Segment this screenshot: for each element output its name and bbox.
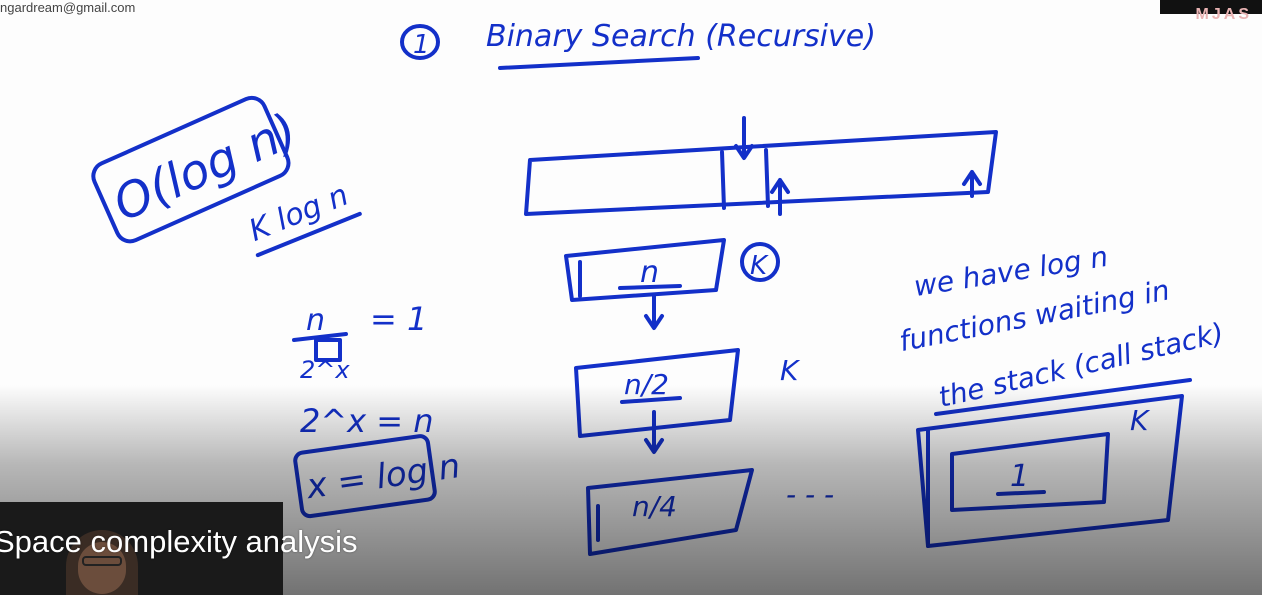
stack-frame-n2-label: n/2 bbox=[624, 368, 669, 401]
eq1-rhs: = 1 bbox=[370, 300, 427, 338]
dashes: - - - bbox=[786, 478, 834, 511]
mid-pointer-arrow bbox=[734, 116, 754, 160]
eq3: x = log n bbox=[303, 446, 462, 507]
account-email: ngardream@gmail.com bbox=[0, 0, 136, 15]
k-log-n-underline bbox=[255, 211, 362, 258]
top-right-overlay bbox=[1160, 0, 1262, 14]
title-underline bbox=[498, 56, 700, 70]
video-caption: Space complexity analysis bbox=[0, 524, 358, 559]
low-pointer-arrow bbox=[770, 178, 790, 216]
presenter-face bbox=[78, 542, 126, 594]
step-number: 1 bbox=[413, 30, 430, 60]
k-mid-label: K bbox=[780, 354, 801, 387]
eq2: 2^x = n bbox=[300, 402, 434, 440]
arrow-down-1 bbox=[644, 294, 664, 330]
inner-frame-underline bbox=[996, 490, 1046, 496]
brand-watermark: MJAS bbox=[1196, 6, 1252, 24]
stack-frame-n-label: n bbox=[640, 255, 659, 290]
board-title: Binary Search (Recursive) bbox=[486, 19, 876, 54]
presenter-webcam bbox=[0, 502, 283, 595]
step-circle bbox=[400, 24, 440, 60]
high-pointer-arrow bbox=[962, 170, 982, 198]
call-stack-k-label: K bbox=[1130, 404, 1151, 437]
complexity-box bbox=[91, 95, 291, 244]
presenter-glasses bbox=[82, 556, 122, 566]
stack-frame-n bbox=[564, 238, 726, 302]
eq1-fraction-bar bbox=[292, 332, 348, 342]
k-circled-label: K bbox=[750, 251, 769, 281]
inner-frame-box bbox=[950, 432, 1110, 512]
arrow-down-2 bbox=[644, 410, 664, 454]
k-circle bbox=[740, 242, 780, 282]
eq1-numerator: n bbox=[306, 303, 325, 338]
stack-frame-n-underline bbox=[618, 284, 682, 290]
stack-frame-n4-label: n/4 bbox=[632, 490, 677, 523]
array-divider-2 bbox=[764, 148, 770, 208]
array-bar bbox=[524, 130, 998, 216]
brand-watermark-text: MJAS bbox=[1195, 6, 1252, 23]
array-divider-1 bbox=[720, 150, 726, 210]
exponent-box bbox=[314, 338, 342, 362]
inner-frame-label: 1 bbox=[1010, 459, 1029, 494]
